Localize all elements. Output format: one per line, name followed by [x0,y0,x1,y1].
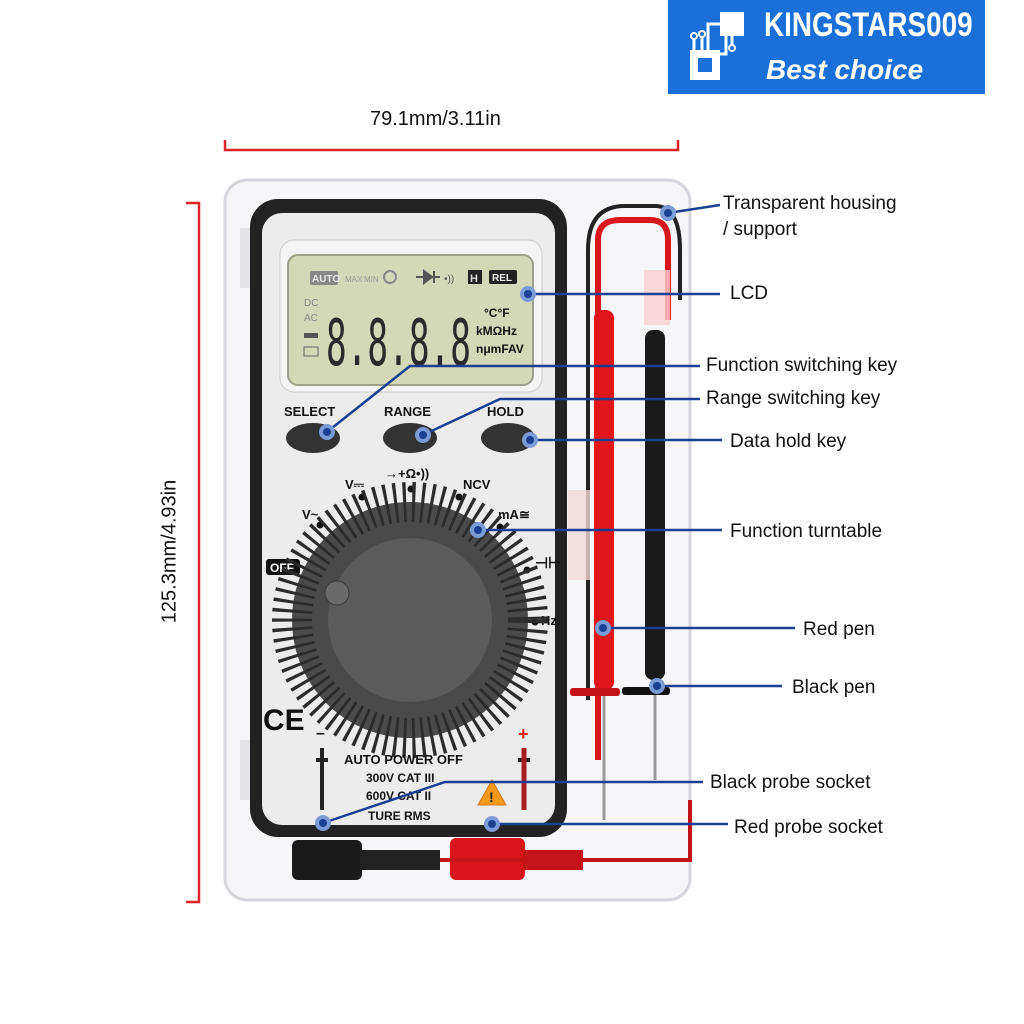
device-shape [698,58,712,72]
device-shape [644,270,670,325]
warning-icon [477,778,507,806]
device-label: nμmFAV [476,342,524,356]
device-shape [440,800,692,862]
brand-name: KINGSTARS009 [764,6,973,44]
black-pen [645,330,665,680]
battery-icon [303,346,319,357]
device-shape [223,140,680,152]
circuit-chip-icon [690,12,744,80]
callout-black-pen: Black pen [792,677,876,698]
device-shape [272,482,548,758]
callout-black-socket: Black probe socket [710,772,871,793]
lcd-auto: AUTO [312,274,340,285]
hold-button [481,423,535,453]
callout-lines [322,203,795,826]
red-pen [594,310,614,690]
device-label: V⎓ [345,477,365,492]
black-plug [292,840,362,880]
device-shape [455,493,463,501]
lcd-digits: 8.8.8.8 [326,307,471,381]
device-shape [728,44,736,52]
brand-tagline: Best choice [766,54,924,85]
callout-function-key: Function switching key [706,355,898,376]
device-label: + [518,724,529,744]
device-label: AUTO POWER OFF [344,752,463,767]
device-shape [470,522,486,538]
device-shape [328,538,492,702]
lcd-hold: H [470,273,478,285]
device-shape [360,850,440,870]
device-shape: ! [489,789,494,805]
device-shape [520,286,536,302]
device-label: mA≅ [498,507,530,522]
device-shape [422,397,700,437]
device-shape: •)) [444,274,454,285]
lcd-max: MAX [345,275,363,284]
callout-housing-sub: / support [723,219,797,240]
lcd-dc: DC [304,298,318,309]
device-shape [240,228,252,288]
device-shape [692,22,734,56]
device-label: →+Ω•)) [385,466,429,481]
device-label: 300V CAT III [366,771,434,785]
device-label: ⊣⊢ [535,555,561,572]
device-shape [720,12,744,36]
width-dimension-label: 79.1mm/3.11in [370,108,501,130]
device-shape [324,580,350,606]
lcd-ac: AC [304,313,318,324]
device-shape [698,30,706,38]
device-shape [570,688,620,696]
device-label: °C°F [484,306,510,320]
callout-lcd: LCD [730,283,769,304]
callout-red-pen: Red pen [803,619,875,640]
range-label: RANGE [384,404,431,419]
device-shape [586,204,682,700]
device-shape [319,424,335,440]
device-shape [240,740,252,800]
diode-icon [416,269,440,285]
device-shape [489,270,517,284]
callout-turntable: Function turntable [730,521,883,542]
device-shape [660,205,676,221]
device-shape [186,201,201,904]
hold-label: HOLD [487,404,524,419]
dimension-lines [186,140,680,904]
device-label: kMΩHz [476,324,517,338]
device-shape [522,432,538,448]
callout-hold-key: Data hold key [730,431,847,452]
device-shape [468,270,482,284]
device-shape [326,364,700,433]
lcd-min: MIN [364,275,379,284]
device-shape [595,620,611,636]
brand-logo: KINGSTARS009 Best choice [668,0,985,94]
device-shape [649,678,665,694]
callout-red-socket: Red probe socket [734,817,883,838]
device-shape [316,748,530,810]
device-shape [304,333,318,338]
callout-dots [315,205,676,832]
device-label: NCV [463,477,491,492]
callout-housing: Transparent housing [723,193,897,214]
device-shape [310,271,338,285]
timer-icon [383,270,397,284]
select-label: SELECT [284,404,335,419]
device-shape [415,427,431,443]
device-label: V~ [302,507,319,522]
device-label: – [316,725,325,742]
device-shape [595,217,671,760]
device-shape [667,203,721,215]
device-label: CE [263,704,305,737]
lcd-rel: REL [492,273,512,284]
device-shape [322,780,703,825]
lcd-screen [287,254,534,386]
device-shape [484,816,500,832]
device-shape [690,32,698,40]
device-shape [315,815,331,831]
device-label: TURE RMS [368,809,431,823]
device-shape [568,490,590,580]
callout-range-key: Range switching key [706,388,881,409]
